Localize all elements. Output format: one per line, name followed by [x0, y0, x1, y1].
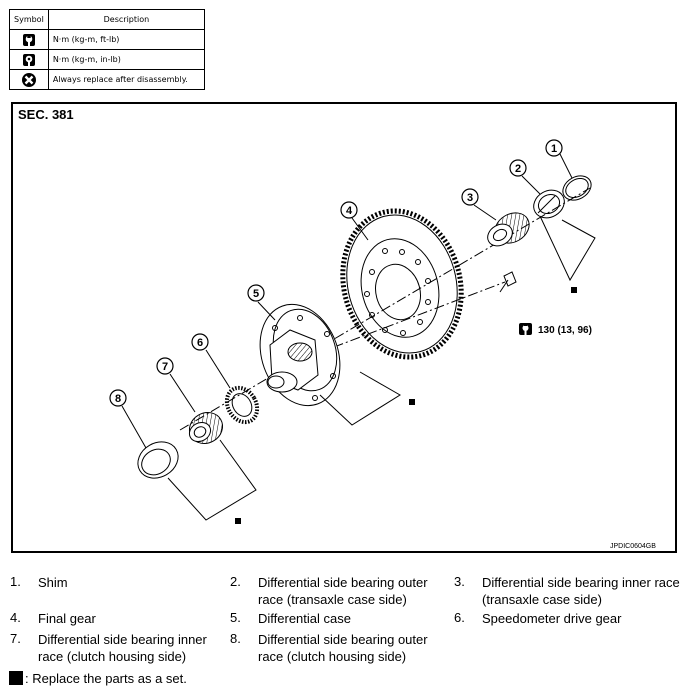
set-marker [571, 287, 577, 293]
callout-5: 5 [253, 288, 259, 300]
shim-part [562, 175, 592, 201]
symbol-row: N·m (kg-m, ft-lb) [9, 29, 206, 50]
legend-text: Differential case [258, 611, 351, 626]
legend-text: Differential side bearing inner race (tr… [482, 575, 680, 607]
always-replace-icon [9, 69, 49, 90]
symbol-column-header: Symbol [9, 9, 49, 30]
bolt-part [499, 271, 517, 293]
callout-1: 1 [551, 143, 557, 155]
callout-7: 7 [162, 361, 168, 373]
torque-wrench-icon [9, 29, 49, 50]
legend-number: 8. [230, 631, 241, 646]
legend-number: 3. [454, 574, 465, 589]
set-bracket [539, 215, 596, 282]
torque-wrench-small-icon [9, 49, 49, 70]
image-code: JPDIC0604GB [610, 543, 656, 550]
legend-number: 6. [454, 610, 465, 625]
set-marker [235, 518, 241, 524]
callout-2: 2 [515, 163, 521, 175]
set-marker-icon [9, 671, 23, 685]
exploded-view-diagram: 1 2 3 4 5 6 7 8 130 (13, 96) [109, 139, 596, 524]
legend-number: 5. [230, 610, 241, 625]
inner-race-clutch-part [188, 411, 224, 445]
legend-text: Shim [38, 575, 68, 590]
final-gear-part [340, 208, 464, 360]
symbol-table: Symbol Description N·m (kg-m, ft-lb) N·m… [9, 9, 206, 90]
symbol-row: N·m (kg-m, in-lb) [9, 49, 206, 70]
callout-6: 6 [197, 337, 203, 349]
symbol-description: N·m (kg-m, in-lb) [47, 49, 206, 70]
replace-set-note: : Replace the parts as a set. [9, 671, 187, 686]
note-text: : Replace the parts as a set. [25, 671, 187, 686]
legend-text: Final gear [38, 611, 96, 626]
callout-3: 3 [467, 192, 473, 204]
legend-number: 4. [10, 610, 21, 625]
legend-text: Speedometer drive gear [482, 611, 622, 626]
set-bracket [319, 371, 401, 426]
set-bracket [167, 439, 257, 521]
legend-text: Differential side bearing inner race (cl… [38, 632, 207, 664]
set-marker [409, 399, 415, 405]
diagram-frame [11, 102, 677, 553]
legend-text: Differential side bearing outer race (cl… [258, 632, 428, 664]
torque-callout [519, 323, 532, 335]
speedometer-drive-gear-part [224, 385, 260, 425]
symbol-description: N·m (kg-m, ft-lb) [47, 29, 206, 50]
legend-number: 2. [230, 574, 241, 589]
legend-text: Differential side bearing outer race (tr… [258, 575, 428, 607]
symbol-table-header: Symbol Description [9, 9, 206, 30]
legend-number: 7. [10, 631, 21, 646]
outer-race-clutch-part [137, 441, 179, 479]
symbol-description: Always replace after disassembly. [47, 69, 206, 90]
differential-case-part [259, 303, 341, 407]
inner-race-transaxle-part [487, 212, 530, 247]
description-column-header: Description [47, 9, 206, 30]
outer-race-transaxle-part [533, 189, 565, 219]
legend-number: 1. [10, 574, 21, 589]
symbol-row: Always replace after disassembly. [9, 69, 206, 90]
section-label: SEC. 381 [18, 107, 74, 122]
callout-4: 4 [346, 205, 353, 217]
callout-8: 8 [115, 393, 121, 405]
torque-value: 130 (13, 96) [538, 325, 592, 336]
